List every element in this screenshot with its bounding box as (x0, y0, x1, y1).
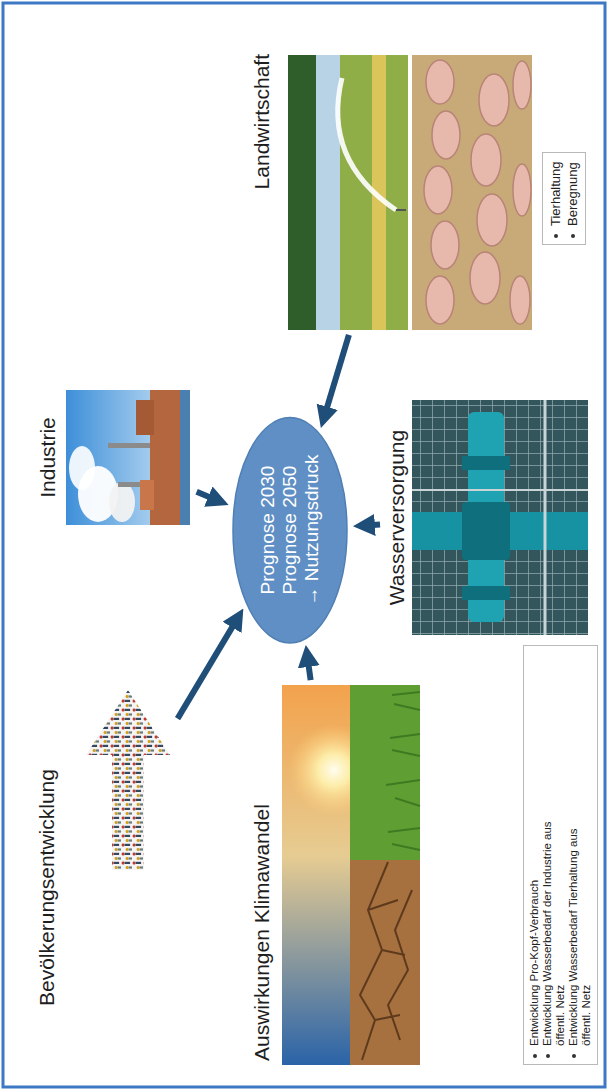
pig (510, 276, 530, 324)
bullet-row: Entwicklung Pro-Kopf-Verbrauch (528, 654, 541, 1058)
bullet-dot (571, 234, 575, 238)
bullet-dot (533, 1054, 537, 1058)
pig (477, 194, 507, 246)
water (180, 390, 190, 525)
picture-node: Landwirtschaft (250, 50, 535, 330)
prognosis-ellipse: Prognose 2030Prognose 2050→ Nutzungsdruc… (232, 416, 348, 643)
pig (432, 111, 460, 159)
pig (431, 221, 459, 269)
grating (412, 400, 588, 635)
node-heading: Industrie (36, 417, 60, 498)
industry-photo (66, 390, 190, 525)
flow-arrow (178, 619, 238, 719)
bullet-dot (572, 1054, 576, 1058)
flow-arrow (324, 335, 349, 417)
flange (462, 502, 510, 560)
bullet-dot (546, 1054, 550, 1058)
sky (66, 390, 190, 525)
grass (350, 685, 420, 860)
picture-node: Bevölkerungsentwicklung (35, 670, 175, 1010)
grass-blades (386, 692, 420, 850)
node-heading: Auswirkungen Klimawandel (250, 804, 274, 1061)
pig (513, 164, 531, 216)
bullet-row: Beregnung (564, 161, 581, 238)
dry-soil (350, 860, 420, 1065)
pig (426, 276, 454, 324)
flow-arrow (197, 492, 218, 501)
trees (288, 55, 316, 330)
picture-node: Industrie (36, 385, 192, 530)
pig (424, 166, 452, 214)
field (288, 55, 408, 330)
factory (150, 390, 182, 525)
flange (462, 586, 510, 600)
bullet-row: Entwicklung Wasserbedarf der Industrie a… (541, 654, 567, 1058)
flow-arrow (365, 522, 380, 529)
bullet-text: Entwicklung Wasserbedarf der Industrie a… (541, 796, 567, 1046)
straw (412, 55, 532, 330)
pig (513, 61, 531, 109)
bullet-row: Tierhaltung (547, 161, 564, 238)
flow-arrow (307, 657, 310, 680)
node-heading: Landwirtschaft (250, 54, 274, 189)
smoke (109, 482, 135, 522)
railing (412, 489, 588, 491)
outer-frame (3, 3, 605, 1087)
sprinkler (396, 209, 406, 211)
bullet-dot (554, 234, 558, 238)
population-picture (86, 690, 170, 870)
ellipse-text: → Nutzungsdruck (301, 455, 323, 606)
climate-photo (282, 685, 420, 1065)
pig (479, 74, 509, 126)
agriculture-photo (288, 55, 532, 330)
people-arrow (86, 690, 170, 870)
node-heading: Wasserversorgung (385, 430, 409, 605)
bullet-box: Entwicklung Pro-Kopf-VerbrauchEntwicklun… (523, 645, 598, 1065)
pig (471, 134, 501, 186)
picture-node: Wasserversorgung (385, 400, 590, 635)
ellipse-text: Prognose 2050 (279, 466, 301, 595)
bullet-box: TierhaltungBeregnung (542, 152, 586, 245)
bullet-text: Tierhaltung (547, 161, 564, 226)
ellipse-outline (233, 417, 347, 642)
water-supply-photo (412, 400, 588, 635)
bullet-row: Entwicklung Wasserbedarf Tierhaltung aus… (567, 654, 593, 1058)
pig (470, 252, 500, 304)
bullet-text: Beregnung (564, 162, 581, 226)
pig (426, 60, 454, 104)
bullet-text: Entwicklung Pro-Kopf-Verbrauch (528, 880, 541, 1046)
node-heading: Bevölkerungsentwicklung (35, 769, 59, 1006)
soil-cracks (360, 862, 412, 1060)
water-spray (338, 78, 396, 210)
factory (140, 480, 154, 510)
railing (544, 400, 547, 635)
pigs (424, 60, 531, 324)
picture-node: Auswirkungen Klimawandel (250, 685, 425, 1065)
smoke (69, 446, 95, 490)
ellipse-text: Prognose 2030 (257, 466, 279, 595)
flange (462, 456, 510, 470)
bullet-text: Entwicklung Wasserbedarf Tierhaltung aus… (567, 796, 593, 1046)
factory (136, 400, 154, 435)
